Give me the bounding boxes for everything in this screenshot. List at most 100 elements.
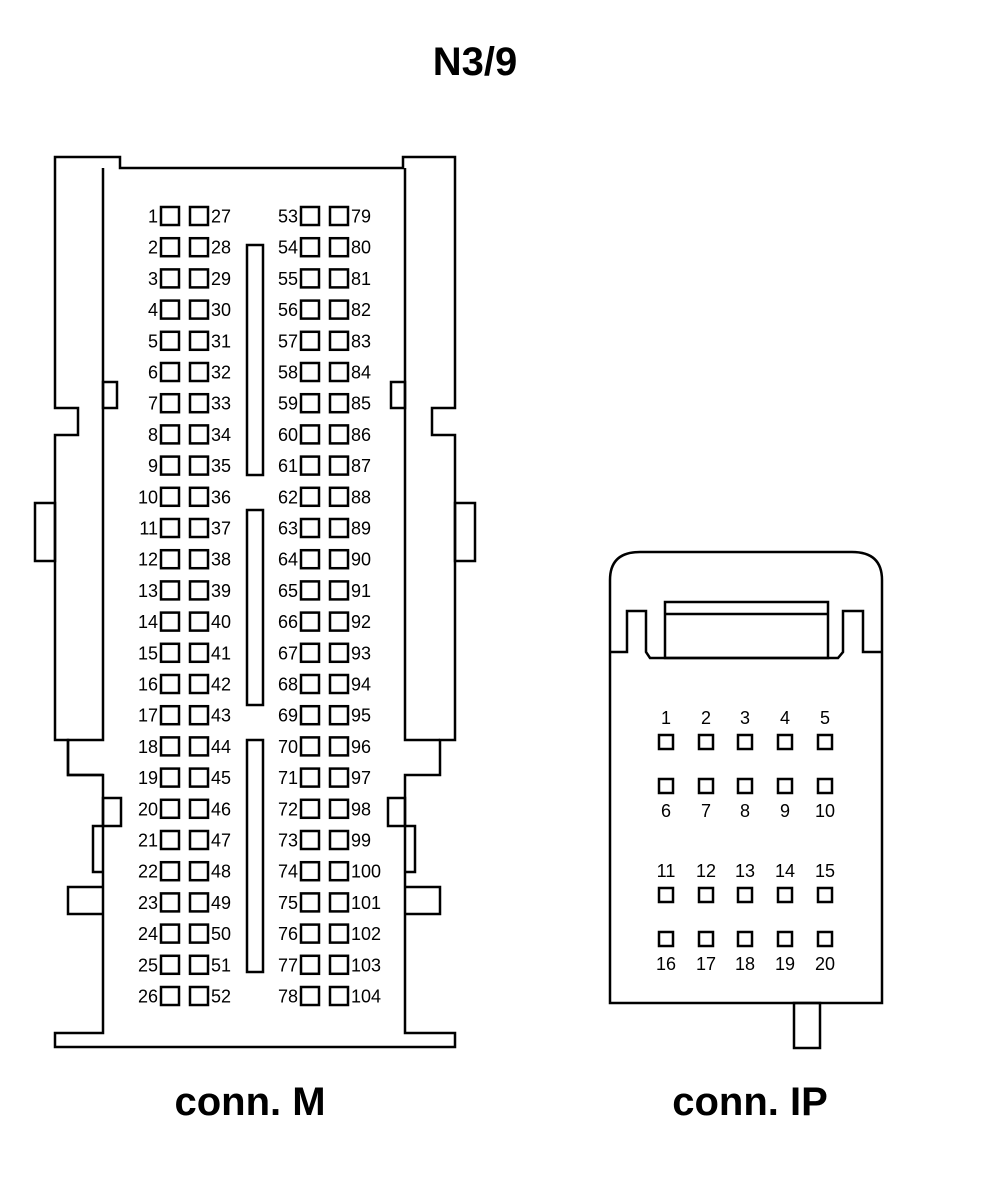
conn-ip-pin-socket [776,733,794,751]
conn-m-pin-label: 69 [278,706,298,726]
conn-m-pin-socket [299,330,321,352]
conn-m-pin-label: 59 [278,394,298,414]
conn-m-pin-label: 54 [278,238,298,258]
conn-m-pin-label: 15 [138,643,158,663]
conn-m-pin-label: 100 [351,862,381,882]
conn-m-pin-label: 56 [278,300,298,320]
conn-m-pin-socket [159,985,181,1007]
conn-m-pin-socket [299,829,321,851]
conn-m-pin-label: 40 [211,612,231,632]
conn-ip-pin-socket [736,886,754,904]
conn-m-pin-socket [159,330,181,352]
conn-m-pin-label: 37 [211,519,231,539]
conn-m-pin-label: 50 [211,924,231,944]
conn-m-pin-socket [159,361,181,383]
conn-ip-pin-label: 7 [701,801,711,821]
conn-m-pin-label: 34 [211,425,231,445]
conn-m-pin-socket [188,767,210,788]
conn-m-pin-label: 12 [138,550,158,570]
conn-m-pin-socket [188,517,210,539]
conn-m-pin-label: 36 [211,487,231,507]
conn-m-pin-socket [299,736,321,757]
conn-m-pin-label: 9 [148,456,158,476]
conn-m-left-ledge-lower [66,885,103,916]
conn-m-pin-socket [299,455,321,476]
conn-m-pin-label: 88 [351,487,371,507]
conn-m-pin-label: 55 [278,269,298,289]
conn-m-pin-label: 42 [211,675,231,695]
conn-ip-pin-socket [657,930,675,948]
conn-m-pin-label: 84 [351,363,371,383]
conn-ip-pin-label: 19 [775,954,795,974]
conn-m-pin-socket [328,829,350,851]
conn-m-right-ledge-upper [405,824,417,874]
conn-m-pin-socket [328,392,350,414]
conn-m-pin-socket [188,954,210,976]
conn-m-pin-label: 102 [351,924,381,944]
conn-m-pin-socket [188,736,210,757]
conn-m-pin-label: 39 [211,581,231,601]
conn-ip-pin-label: 6 [661,801,671,821]
conn-m-pin-socket [188,392,210,414]
conn-m-pin-socket [159,860,181,882]
conn-m-pin-label: 45 [211,768,231,788]
conn-m-pin-label: 71 [278,768,298,788]
conn-ip-pin-label: 12 [696,861,716,881]
conn-m-pin-label: 14 [138,612,158,632]
conn-m-pin-label: 77 [278,955,298,975]
conn-m-pin-socket [159,767,181,788]
conn-m-pin-socket [159,736,181,757]
conn-m-pin-label: 3 [148,269,158,289]
conn-m-pin-label: 60 [278,425,298,445]
conn-m-pin-socket [328,954,350,976]
conn-ip-pin-label: 18 [735,954,755,974]
conn-ip-pin-socket [736,777,754,795]
conn-m-pin-label: 57 [278,331,298,351]
conn-m-pin-socket [299,548,321,570]
conn-ip-pin-label: 8 [740,801,750,821]
conn-m-pin-socket [299,892,321,913]
conn-m-pin-socket [188,236,210,258]
conn-m-pin-label: 2 [148,238,158,258]
conn-m-pin-label: 51 [211,955,231,975]
conn-m-right-latch-top [389,380,407,410]
conn-m-pin-socket [299,923,321,944]
conn-m-pin-socket [328,611,350,632]
conn-m-pin-socket [188,829,210,851]
conn-m-pin-socket [328,205,350,227]
conn-m-right-ledge-lower [405,885,442,916]
conn-m-pin-socket [188,798,210,820]
conn-m-pin-label: 70 [278,737,298,757]
conn-m-pin-label: 62 [278,487,298,507]
conn-m-pin-socket [328,736,350,757]
conn-m-pin-socket [188,299,210,320]
conn-ip-pin-label: 9 [780,801,790,821]
conn-m-pin-socket [328,892,350,913]
conn-m-pin-label: 4 [148,300,158,320]
conn-m-pin-label: 25 [138,955,158,975]
conn-m-pin-socket [299,767,321,788]
conn-m-outline [53,155,457,1049]
conn-m-pin-socket [159,829,181,851]
conn-m-pin-label: 72 [278,799,298,819]
conn-m-pin-socket [188,985,210,1007]
conn-m-pin-socket [159,954,181,976]
conn-ip-pin-socket [736,930,754,948]
conn-m-pin-socket [328,580,350,601]
conn-m-pin-socket [299,236,321,258]
conn-m-pin-label: 87 [351,456,371,476]
conn-m-pin-label: 101 [351,893,381,913]
conn-m-pin-socket [159,642,181,664]
conn-m-pin-label: 93 [351,643,371,663]
conn-m-pin-label: 85 [351,394,371,414]
conn-m-pin-socket [159,455,181,476]
conn-m-pin-socket [159,704,181,726]
conn-m-pin-socket [188,548,210,570]
conn-m-pin-socket [299,392,321,414]
conn-m-pin-socket [299,580,321,601]
conn-ip-pin-socket [776,886,794,904]
conn-m-pin-socket [299,642,321,664]
conn-m-caption: conn. M [174,1080,326,1124]
